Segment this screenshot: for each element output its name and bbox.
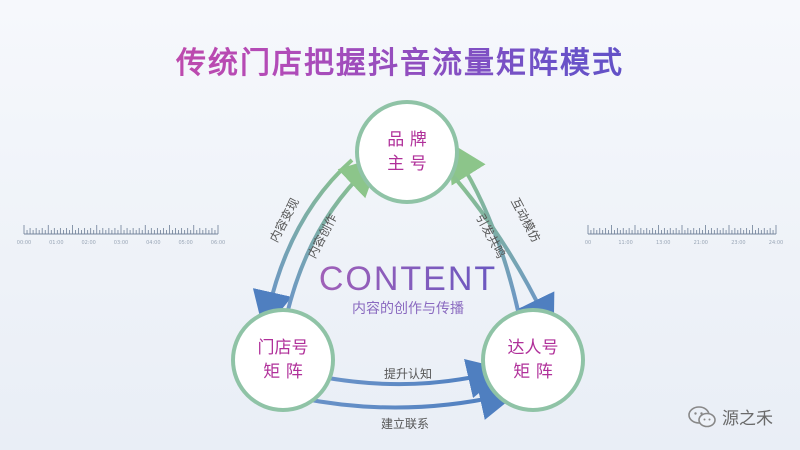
timeline-label: 05:00 [178,240,192,246]
timeline-label: 01:00 [49,240,63,246]
edge-label-cognition: 提升认知 [384,366,432,381]
timeline-label: 13:00 [656,240,670,246]
timeline-label: 04:00 [146,240,160,246]
arrow-top-to-right [446,168,555,337]
node-left-line2: 矩 阵 [263,362,302,382]
center-subheading: 内容的创作与传播 [352,300,464,317]
wechat-icon [688,405,716,427]
timeline-label: 02:00 [81,240,95,246]
node-left-line1: 门店号 [258,338,309,358]
arrow-left-to-right-outer [299,380,520,420]
timeline-right: 00 11:00 13:00 21:00 23:00 24:00 [585,225,783,246]
node-store-matrix [231,308,335,412]
watermark-text: 源之禾 [722,409,773,429]
edge-label-interaction: 互动模仿 [508,196,543,245]
node-top-line1: 品 牌 [387,130,426,150]
timeline-label: 03:00 [114,240,128,246]
timeline-label: 06:00 [211,240,225,246]
edge-label-connection: 建立联系 [381,416,429,431]
timeline-left: 00:00 01:00 02:00 03:00 04:00 05:00 06:00 [17,225,225,246]
node-brand-main-account [355,100,459,204]
watermark: 源之禾 [688,404,773,429]
page-title: 传统门店把握抖音流量矩阵模式 [0,38,800,82]
edge-label-content-monetization: 内容变现 [266,195,302,244]
node-influencer-matrix [481,308,585,412]
arrow-left-to-top [284,156,381,319]
timeline-label: 21:00 [694,240,708,246]
timeline-label: 24:00 [769,240,783,246]
node-right-line2: 矩 阵 [513,362,552,382]
arrow-left-to-right-inner [327,359,508,398]
timeline-label: 00 [585,240,591,246]
timeline-label: 00:00 [17,240,31,246]
timeline-label: 23:00 [731,240,745,246]
center-heading: CONTENT [319,260,497,298]
node-right-line1: 达人号 [508,338,559,358]
timeline-label: 11:00 [618,240,632,246]
node-top-line2: 主 号 [387,154,426,174]
edge-label-content-creation: 内容创作 [304,211,340,260]
